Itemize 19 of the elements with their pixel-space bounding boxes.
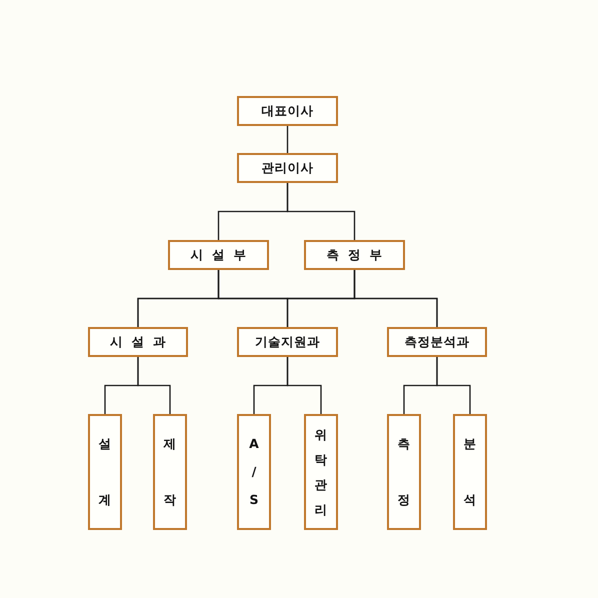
connector-line (436, 357, 471, 414)
org-box: 위탁관리 (304, 414, 338, 530)
org-box: 시 설 부 (168, 240, 269, 270)
org-box: 기술지원과 (237, 327, 338, 357)
org-box: 분석 (453, 414, 487, 530)
connector-line (286, 183, 356, 240)
org-box: 설계 (88, 414, 122, 530)
connector-line (286, 126, 288, 153)
connector-line (137, 357, 171, 414)
org-box: 시 설 과 (88, 327, 188, 357)
org-box: 측정분석과 (387, 327, 487, 357)
connector-line (354, 270, 438, 327)
org-box: 측정 (387, 414, 421, 530)
org-box: 관리이사 (237, 153, 338, 183)
connector-line (286, 357, 322, 414)
org-box: 제작 (153, 414, 187, 530)
org-box: A/S (237, 414, 271, 530)
org-box: 대표이사 (237, 96, 338, 126)
org-box: 측 정 부 (304, 240, 405, 270)
